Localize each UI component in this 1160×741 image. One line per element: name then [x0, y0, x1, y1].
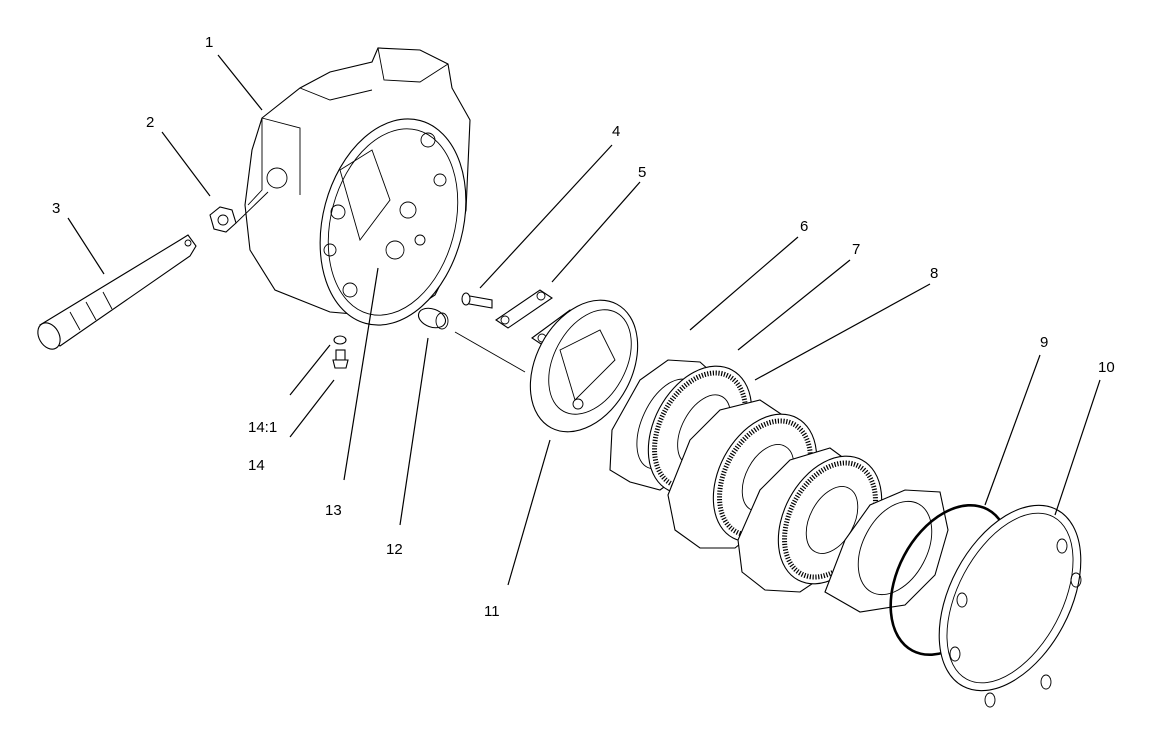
callout-14: 14	[248, 457, 265, 474]
callout-2: 2	[146, 114, 154, 131]
callout-14-1: 14:1	[248, 419, 277, 436]
part-11-pressure-plate	[529, 299, 639, 433]
part-14-fitting	[332, 335, 349, 369]
callout-12: 12	[386, 541, 403, 558]
callout-9: 9	[1040, 334, 1048, 351]
callout-10: 10	[1098, 359, 1115, 376]
part-12-plunger	[417, 307, 526, 373]
callout-8: 8	[930, 265, 938, 282]
callout-7: 7	[852, 241, 860, 258]
callout-6: 6	[800, 218, 808, 235]
part-1-housing	[244, 47, 471, 326]
callout-1: 1	[205, 34, 213, 51]
part-end-plate	[824, 489, 949, 613]
callout-3: 3	[52, 200, 60, 217]
part-3-shaft	[37, 234, 197, 350]
callout-11: 11	[484, 603, 500, 620]
leader-lines	[67, 54, 1101, 586]
callout-4: 4	[612, 123, 620, 140]
part-4-pin	[461, 292, 493, 309]
callout-labels: 1 2 3 4 5 6 7 8 9 10 11 12 13 14 14:1	[52, 34, 1115, 620]
callout-5: 5	[638, 164, 646, 181]
callout-13: 13	[325, 502, 342, 519]
part-2-nut	[209, 191, 269, 233]
